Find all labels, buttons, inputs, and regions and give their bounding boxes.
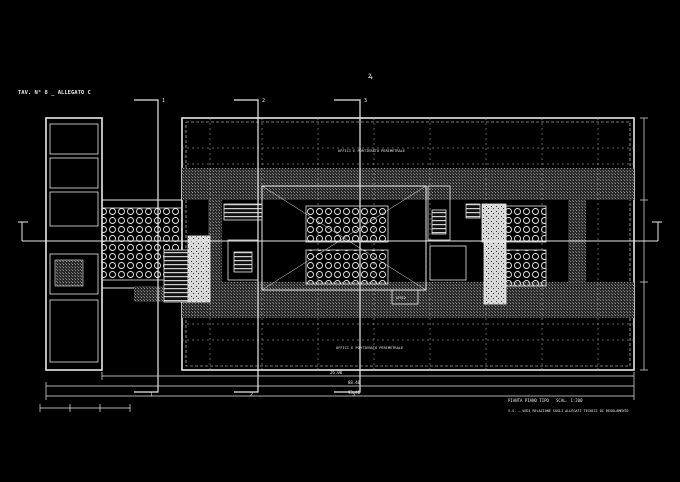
room-label-upper: UFFICI E PORTIERATO PERIMETRALE (338, 149, 405, 153)
left-bottom-dimension (39, 404, 131, 412)
bottom-dimensions (45, 372, 635, 400)
footer-note: V.S. – VEDI RELAZIONE SUGLI ALLEGATI TEC… (508, 409, 628, 413)
horizontal-axis (18, 221, 662, 242)
right-dimension (640, 117, 648, 371)
column-halls (101, 205, 547, 287)
plan-title: PIANTA PIANO TIPO (508, 398, 550, 403)
section-label-2-bottom: 2 (250, 392, 253, 398)
sheet-title: TAV. N° 8 _ ALLEGATO C (18, 90, 91, 96)
structural-grid (182, 118, 634, 370)
room-label-core: ATRIO (396, 296, 406, 300)
section-label-3-bottom: 3 (352, 392, 355, 398)
dimension-3: 93.40 (348, 390, 361, 395)
corner-mark: ꝝ (368, 71, 373, 80)
room-label-lower: UFFICI E PORTIERATO PERIMETRALE (336, 346, 403, 350)
dimension-1: 26.00 (330, 370, 343, 375)
service-cores (163, 185, 507, 305)
section-cuts (134, 99, 361, 393)
plan-scale: SCAL. 1:200 (556, 398, 583, 403)
building-outline (181, 117, 635, 371)
section-label-1-bottom: 1 (150, 392, 153, 398)
section-label-2-top: 2 (262, 98, 265, 104)
dimension-2: 88.40 (348, 380, 361, 385)
section-label-3-top: 3 (364, 98, 367, 104)
section-label-1-top: 1 (162, 98, 165, 104)
